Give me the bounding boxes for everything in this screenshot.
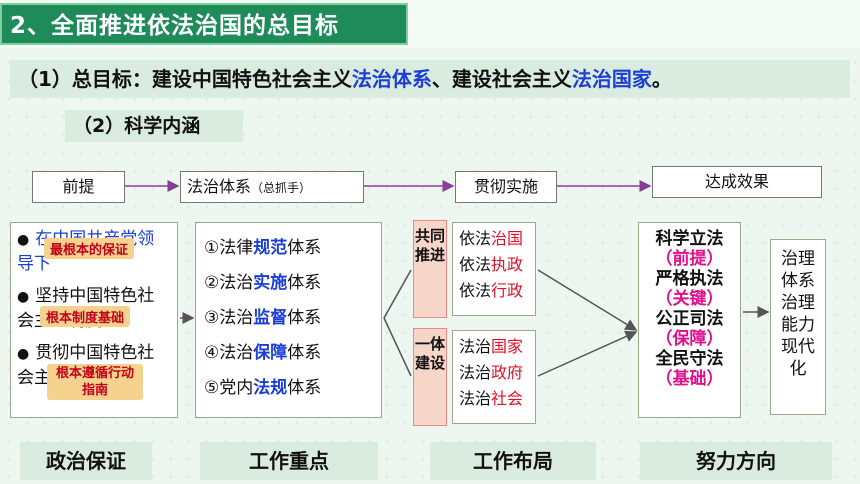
branch-down	[383, 317, 412, 377]
footer-work-focus: 工作重点	[200, 442, 378, 480]
header-premise: 前提	[32, 171, 125, 203]
page-title: 2、全面推进依法治国的总目标	[0, 3, 408, 45]
goal-highlight-rule-country: 法治国家	[571, 67, 652, 91]
total-goal: （1）总目标：建设中国特色社会主义法治体系、建设社会主义法治国家。	[10, 60, 850, 98]
header-effect: 达成效果	[652, 166, 822, 198]
footer-political-guarantee: 政治保证	[20, 442, 152, 480]
list-item: ⑤党内法规体系	[204, 378, 322, 398]
effects-list: 科学立法（前提） 严格执法（关键） 公正司法（保障） 全民守法（基础）	[638, 222, 741, 418]
goal-middle: 、建设社会主义	[431, 67, 572, 91]
header-implement: 贯彻实施	[455, 171, 557, 203]
label-joint-advance: 共同推进	[413, 220, 447, 318]
tag-fundamental-guarantee: 最根本的保证	[44, 238, 135, 259]
section-scientific-meaning: （2）科学内涵	[65, 110, 243, 142]
integrated-build-list: 法治国家 法治政府 法治社会	[452, 330, 536, 424]
list-item: 依法治国	[459, 229, 524, 248]
list-item: ③法治监督体系	[204, 308, 322, 328]
label-integrated-build: 一体建设	[413, 328, 447, 426]
header-rule-system-note: （总抓手）	[251, 181, 312, 195]
footer-effort-direction: 努力方向	[640, 442, 832, 480]
list-item: 依法行政	[459, 281, 524, 300]
list-item: 科学立法（前提）	[655, 229, 724, 269]
list-item: ①法律规范体系	[204, 238, 322, 258]
joint-advance-list: 依法治国 依法执政 依法行政	[452, 222, 536, 316]
list-item: 依法执政	[459, 255, 524, 274]
header-rule-system: 法治体系（总抓手）	[180, 171, 364, 203]
arrow-joint-to-effects	[537, 269, 638, 331]
list-item: ④法治保障体系	[204, 343, 322, 363]
header-rule-system-label: 法治体系	[187, 177, 252, 196]
list-item: 全民守法（基础）	[655, 349, 724, 389]
footer-work-layout: 工作布局	[430, 442, 596, 480]
goal-highlight-rule-system: 法治体系	[351, 67, 432, 91]
governance-modernization-box: 治理体系 治理能力 现代化	[770, 239, 826, 415]
list-item: 法治国家	[459, 337, 524, 356]
arrow-unified-to-effects	[537, 330, 638, 377]
list-item: 法治社会	[459, 389, 524, 408]
goal-suffix: 。	[651, 67, 672, 91]
list-item: ②法治实施体系	[204, 273, 322, 293]
tag-guideline: 根本遵循行动指南	[47, 364, 143, 400]
branch-up	[383, 269, 412, 319]
five-systems-list: ①法律规范体系 ②法治实施体系 ③法治监督体系 ④法治保障体系 ⑤党内法规体系	[195, 222, 382, 418]
list-item: 公正司法（保障）	[655, 309, 724, 349]
goal-prefix: （1）总目标：建设中国特色社会主义	[18, 67, 352, 91]
tag-institutional-basis: 根本制度基础	[40, 306, 131, 327]
list-item: 法治政府	[459, 363, 524, 382]
list-item: 严格执法（关键）	[655, 269, 724, 309]
